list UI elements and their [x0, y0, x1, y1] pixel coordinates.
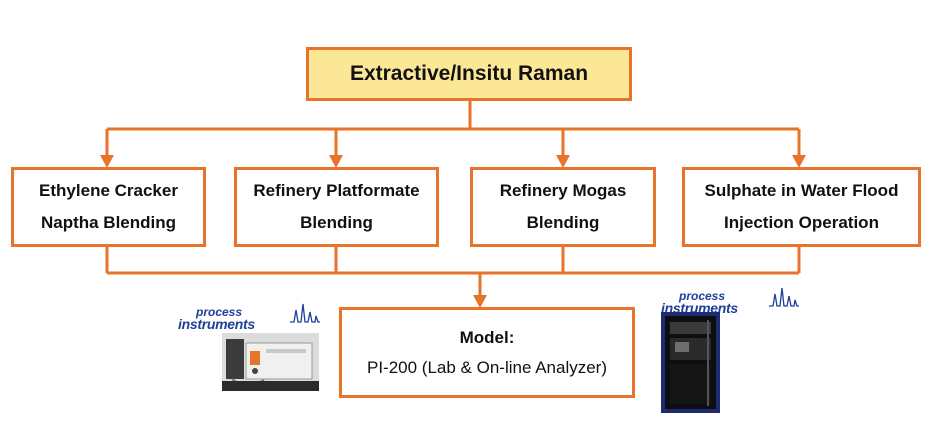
logo-word-process: process [196, 305, 243, 319]
process-instruments-logo: process instruments [178, 303, 320, 332]
application-box-platformate: Refinery Platformate Blending [234, 167, 439, 247]
spectrum-peaks-icon [290, 303, 320, 323]
application-line: Blending [300, 213, 373, 232]
application-line: Sulphate in Water Flood [704, 181, 899, 200]
arrowhead-1 [100, 155, 114, 168]
analyzer-cabinet-image [661, 312, 720, 413]
model-description: PI-200 (Lab & On-line Analyzer) [366, 357, 607, 377]
arrowhead-3 [556, 155, 570, 168]
arrowhead-4 [792, 155, 806, 168]
application-line: Ethylene Cracker [39, 181, 178, 200]
pi200-analyzer-image [222, 333, 319, 391]
model-box: Model: PI-200 (Lab & On-line Analyzer) [339, 307, 635, 398]
arrowhead-2 [329, 155, 343, 168]
logo-word-instruments: instruments [661, 300, 738, 316]
application-line: Refinery Platformate [253, 181, 420, 200]
application-box-mogas: Refinery Mogas Blending [470, 167, 656, 247]
process-instruments-logo-right: process instruments [661, 287, 799, 316]
spectrum-peaks-icon [769, 287, 799, 307]
application-line: Refinery Mogas [499, 181, 627, 200]
application-box-sulphate: Sulphate in Water Flood Injection Operat… [682, 167, 921, 247]
application-line: Naptha Blending [40, 213, 177, 232]
technique-box: Extractive/Insitu Raman [306, 47, 632, 101]
application-box-ethylene: Ethylene Cracker Naptha Blending [11, 167, 206, 247]
model-title: Model: [459, 327, 515, 347]
technique-title: Extractive/Insitu Raman [349, 62, 589, 85]
logo-word-process: process [679, 289, 726, 303]
arrowhead-model [473, 295, 487, 308]
application-line: Blending [526, 213, 600, 232]
logo-word-instruments: instruments [178, 316, 255, 332]
application-line: Injection Operation [724, 213, 879, 232]
